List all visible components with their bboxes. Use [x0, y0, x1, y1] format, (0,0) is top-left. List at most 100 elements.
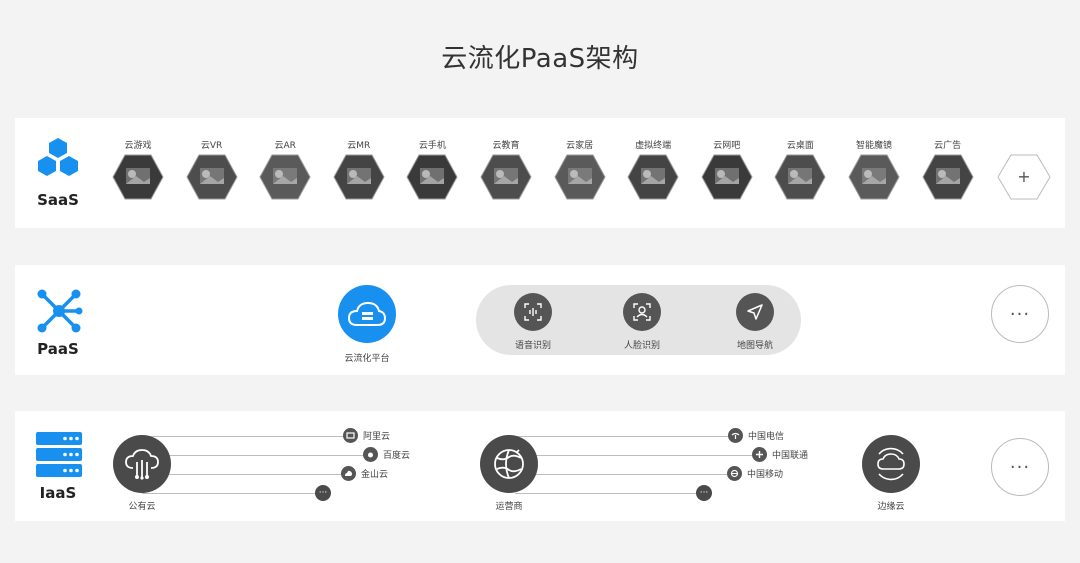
app-thumbnail-hexagon [848, 154, 900, 200]
network-nodes-icon [37, 289, 83, 333]
app-thumbnail-hexagon [774, 154, 826, 200]
provider-label: 阿里云 [363, 432, 391, 442]
app-thumbnail-hexagon [333, 154, 385, 200]
saas-app-item[interactable]: 云广告 [918, 140, 978, 200]
platform-label: 云流化平台 [344, 354, 390, 364]
operator-node[interactable]: 运营商 [469, 435, 549, 512]
connector-line [515, 436, 730, 437]
app-thumbnail-hexagon [112, 154, 164, 200]
service-navigation[interactable]: 地图导航 [720, 293, 790, 351]
saas-app-item[interactable]: 云游戏 [108, 140, 168, 200]
iaas-label: IaaS [39, 484, 77, 502]
provider-kingsoft[interactable]: 金山云 [341, 466, 388, 481]
service-label: 地图导航 [736, 341, 773, 351]
saas-app-label: 云桌面 [786, 141, 814, 151]
saas-app-item[interactable]: 云网吧 [697, 140, 757, 200]
saas-app-label: 云网吧 [713, 141, 741, 151]
connector-line [515, 455, 753, 456]
provider-china-unicom[interactable]: 中国联通 [752, 447, 808, 462]
connector-line [515, 493, 699, 494]
service-label: 语音识别 [514, 341, 551, 351]
china-unicom-icon [752, 447, 767, 462]
edge-cloud-label: 边缘云 [877, 502, 905, 512]
provider-label: 百度云 [383, 451, 411, 461]
add-app-label: + [1017, 167, 1030, 186]
saas-app-label: 云AR [274, 141, 296, 151]
iaas-layer-panel: IaaS 公有云 阿里云 百度云 金山云 ··· [15, 411, 1065, 521]
service-face-recognition[interactable]: 人脸识别 [607, 293, 677, 351]
connector-line [142, 474, 342, 475]
saas-app-item[interactable]: 智能魔镜 [844, 140, 904, 200]
provider-aliyun[interactable]: 阿里云 [343, 428, 390, 443]
saas-app-label: 云MR [347, 141, 371, 151]
saas-app-item[interactable]: 云桌面 [770, 140, 830, 200]
service-voice-recognition[interactable]: 语音识别 [498, 293, 568, 351]
saas-app-label: 云游戏 [124, 141, 152, 151]
saas-app-item[interactable]: 云VR [182, 140, 242, 200]
china-telecom-icon [728, 428, 743, 443]
paas-label: PaaS [37, 340, 79, 358]
provider-label: 中国移动 [747, 470, 784, 480]
app-thumbnail-hexagon [922, 154, 974, 200]
face-recognition-icon [623, 293, 661, 331]
saas-app-item[interactable]: 云手机 [402, 140, 462, 200]
saas-app-label: 云教育 [492, 141, 520, 151]
china-mobile-icon [727, 466, 742, 481]
baidu-icon [363, 447, 378, 462]
cloud-server-icon [338, 285, 396, 343]
saas-app-label: 云广告 [934, 141, 962, 151]
saas-layer-panel: SaaS 云游戏 云VR 云AR 云MR 云手机 云教育 云家居 虚拟终端 云网吧 云桌面 智能魔镜… [15, 118, 1065, 228]
app-thumbnail-hexagon [259, 154, 311, 200]
provider-label: 中国联通 [772, 451, 809, 461]
hexagon-cluster-icon [38, 138, 78, 176]
cloud-streaming-platform[interactable]: 云流化平台 [325, 285, 409, 364]
app-thumbnail-hexagon [701, 154, 753, 200]
connector-line [142, 455, 370, 456]
saas-app-label: 云VR [200, 141, 223, 151]
connector-line [515, 474, 730, 475]
saas-app-item[interactable]: 云MR [329, 140, 389, 200]
aliyun-icon [343, 428, 358, 443]
public-cloud-more-button[interactable]: ··· [315, 485, 331, 501]
app-thumbnail-hexagon [406, 154, 458, 200]
cloud-circuit-icon [113, 435, 171, 493]
paas-more-button[interactable]: ··· [991, 285, 1049, 343]
navigation-icon [736, 293, 774, 331]
app-thumbnail-hexagon [186, 154, 238, 200]
kingsoft-icon [341, 466, 356, 481]
saas-app-item[interactable]: 云AR [255, 140, 315, 200]
app-thumbnail-hexagon [480, 154, 532, 200]
saas-app-item[interactable]: 云教育 [476, 140, 536, 200]
service-label: 人脸识别 [623, 341, 660, 351]
saas-app-label: 云手机 [418, 141, 446, 151]
public-cloud-node[interactable]: 公有云 [102, 435, 182, 512]
public-cloud-label: 公有云 [128, 502, 156, 512]
connector-line [142, 493, 320, 494]
globe-icon [480, 435, 538, 493]
operator-label: 运营商 [495, 502, 523, 512]
paas-layer-panel: PaaS 云流化平台 语音识别 人脸识别 [15, 265, 1065, 375]
operator-more-button[interactable]: ··· [696, 485, 712, 501]
app-thumbnail-hexagon [627, 154, 679, 200]
add-app-button[interactable]: + [997, 154, 1051, 200]
app-thumbnail-hexagon [554, 154, 606, 200]
saas-app-item[interactable]: 虚拟终端 [623, 140, 683, 200]
saas-app-item[interactable]: 云家居 [550, 140, 610, 200]
services-group: 语音识别 人脸识别 地图导航 [476, 285, 801, 355]
saas-app-label: 虚拟终端 [635, 141, 672, 151]
connector-line [142, 436, 352, 437]
provider-baidu[interactable]: 百度云 [363, 447, 410, 462]
cloud-sync-icon [862, 435, 920, 493]
provider-label: 中国电信 [748, 432, 785, 442]
provider-label: 金山云 [361, 470, 389, 480]
provider-china-telecom[interactable]: 中国电信 [728, 428, 784, 443]
saas-app-label: 智能魔镜 [855, 141, 892, 151]
iaas-more-button[interactable]: ··· [991, 438, 1049, 496]
edge-cloud-node[interactable]: 边缘云 [851, 435, 931, 512]
saas-label: SaaS [37, 191, 79, 209]
provider-china-mobile[interactable]: 中国移动 [727, 466, 783, 481]
server-rack-icon [36, 432, 82, 477]
saas-app-label: 云家居 [566, 141, 594, 151]
voice-recognition-icon [514, 293, 552, 331]
page-title: 云流化PaaS架构 [441, 44, 639, 74]
